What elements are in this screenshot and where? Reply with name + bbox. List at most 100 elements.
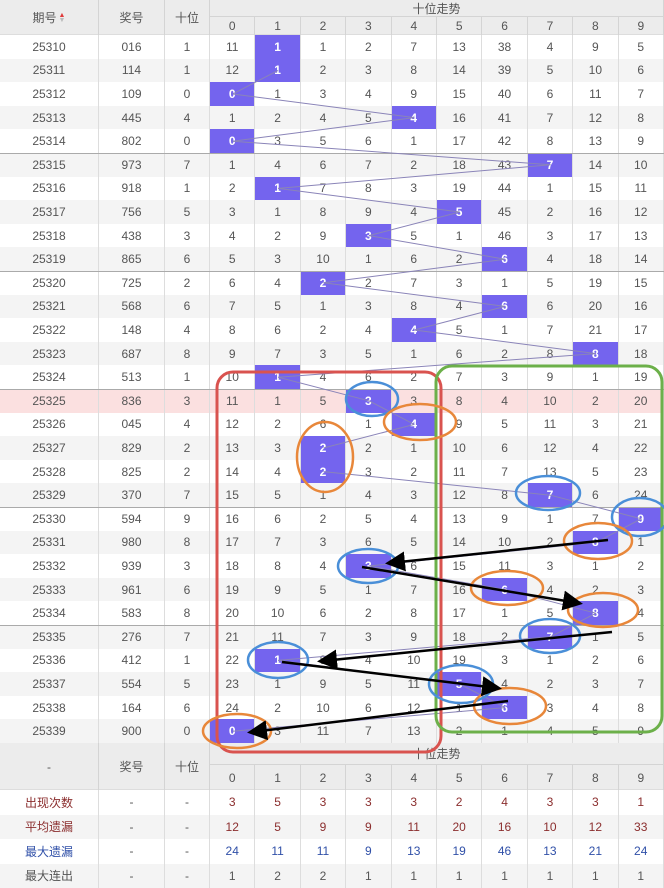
miss-cell: 4 xyxy=(301,105,347,130)
tens-cell: 6 xyxy=(165,247,210,271)
miss-cell: 3 xyxy=(346,294,392,319)
stat-value: 13 xyxy=(528,839,574,864)
miss-cell: 2 xyxy=(255,695,301,720)
miss-cell: 5 xyxy=(573,719,619,743)
miss-cell: 2 xyxy=(573,648,619,673)
hit-cell: 2 xyxy=(300,436,347,460)
miss-cell: 14 xyxy=(437,530,483,555)
hit-cell: 6 xyxy=(482,247,528,271)
miss-cell: 19 xyxy=(573,272,619,295)
miss-cell: 11 xyxy=(392,672,437,696)
issue-cell: 25315 xyxy=(0,154,99,177)
miss-cell: 3 xyxy=(392,483,437,507)
number-cell: 016 xyxy=(99,35,165,59)
miss-cell: 3 xyxy=(301,530,347,555)
miss-cell: 22 xyxy=(210,648,256,673)
miss-cell: 10 xyxy=(437,436,483,460)
number-cell: 513 xyxy=(99,365,165,389)
issue-cell: 25327 xyxy=(0,436,99,460)
hit-cell: 0 xyxy=(210,129,256,153)
miss-cell: 3 xyxy=(301,82,347,106)
number-header: 奖号 xyxy=(99,0,165,35)
stat-value: 1 xyxy=(619,790,664,815)
miss-cell: 4 xyxy=(346,648,392,673)
miss-cell: 7 xyxy=(346,154,392,177)
stat-value: 24 xyxy=(210,839,256,864)
miss-cell: 5 xyxy=(437,318,483,342)
stat-dash: - xyxy=(165,814,210,839)
miss-cell: 13 xyxy=(528,459,574,484)
column-issue-sort[interactable]: 期号 ▲▼ xyxy=(0,0,99,35)
sort-icon[interactable]: ▲▼ xyxy=(58,11,66,24)
number-cell: 045 xyxy=(99,412,165,437)
tens-cell: 1 xyxy=(165,176,210,201)
tens-cell: 1 xyxy=(165,365,210,389)
stat-value: 11 xyxy=(392,814,437,839)
miss-cell: 13 xyxy=(619,223,664,248)
miss-cell: 5 xyxy=(346,508,392,531)
miss-cell: 18 xyxy=(619,341,664,366)
miss-cell: 8 xyxy=(392,601,437,625)
miss-cell: 9 xyxy=(437,412,483,437)
miss-cell: 8 xyxy=(301,648,347,673)
miss-cell: 2 xyxy=(482,341,528,366)
miss-cell: 1 xyxy=(301,35,347,59)
miss-cell: 9 xyxy=(619,719,664,743)
tens-cell: 0 xyxy=(165,82,210,106)
miss-cell: 2 xyxy=(437,719,483,743)
miss-cell: 16 xyxy=(437,105,483,130)
miss-cell: 2 xyxy=(528,672,574,696)
issue-cell: 25311 xyxy=(0,58,99,83)
number-cell: 825 xyxy=(99,459,165,484)
miss-cell: 40 xyxy=(482,82,528,106)
hit-cell: 8 xyxy=(573,341,619,366)
miss-cell: 4 xyxy=(392,200,437,224)
miss-cell: 3 xyxy=(210,200,256,224)
miss-cell: 4 xyxy=(528,719,574,743)
miss-cell: 1 xyxy=(210,105,256,130)
digit-header-3: 3 xyxy=(346,17,392,35)
stat-value: 1 xyxy=(528,863,574,888)
tens-cell: 1 xyxy=(165,58,210,83)
stat-value: 11 xyxy=(255,839,301,864)
miss-cell: 2 xyxy=(573,577,619,602)
miss-cell: 4 xyxy=(528,247,574,271)
digit-header-2: 2 xyxy=(301,17,347,35)
miss-cell: 1 xyxy=(255,200,301,224)
number-cell: 973 xyxy=(99,154,165,177)
miss-cell: 4 xyxy=(210,223,256,248)
miss-cell: 2 xyxy=(301,508,347,531)
miss-cell: 20 xyxy=(210,601,256,625)
miss-cell: 14 xyxy=(573,154,619,177)
miss-cell: 11 xyxy=(528,412,574,437)
digit-header-0: 0 xyxy=(210,765,256,790)
stat-value: 16 xyxy=(482,814,528,839)
tens-cell: 4 xyxy=(165,318,210,342)
miss-cell: 13 xyxy=(573,129,619,153)
miss-cell: 8 xyxy=(619,695,664,720)
miss-cell: 2 xyxy=(301,58,347,83)
miss-cell: 2 xyxy=(346,601,392,625)
miss-cell: 16 xyxy=(573,200,619,224)
miss-cell: 16 xyxy=(210,508,256,531)
number-cell: 438 xyxy=(99,223,165,248)
issue-cell: 25332 xyxy=(0,554,99,578)
miss-cell: 10 xyxy=(619,154,664,177)
tens-cell: 0 xyxy=(165,719,210,743)
miss-cell: 8 xyxy=(210,318,256,342)
number-cell: 554 xyxy=(99,672,165,696)
miss-cell: 2 xyxy=(255,223,301,248)
miss-cell: 10 xyxy=(482,530,528,555)
stat-value: 1 xyxy=(392,863,437,888)
miss-cell: 21 xyxy=(619,412,664,437)
miss-cell: 23 xyxy=(619,459,664,484)
miss-cell: 1 xyxy=(528,176,574,201)
